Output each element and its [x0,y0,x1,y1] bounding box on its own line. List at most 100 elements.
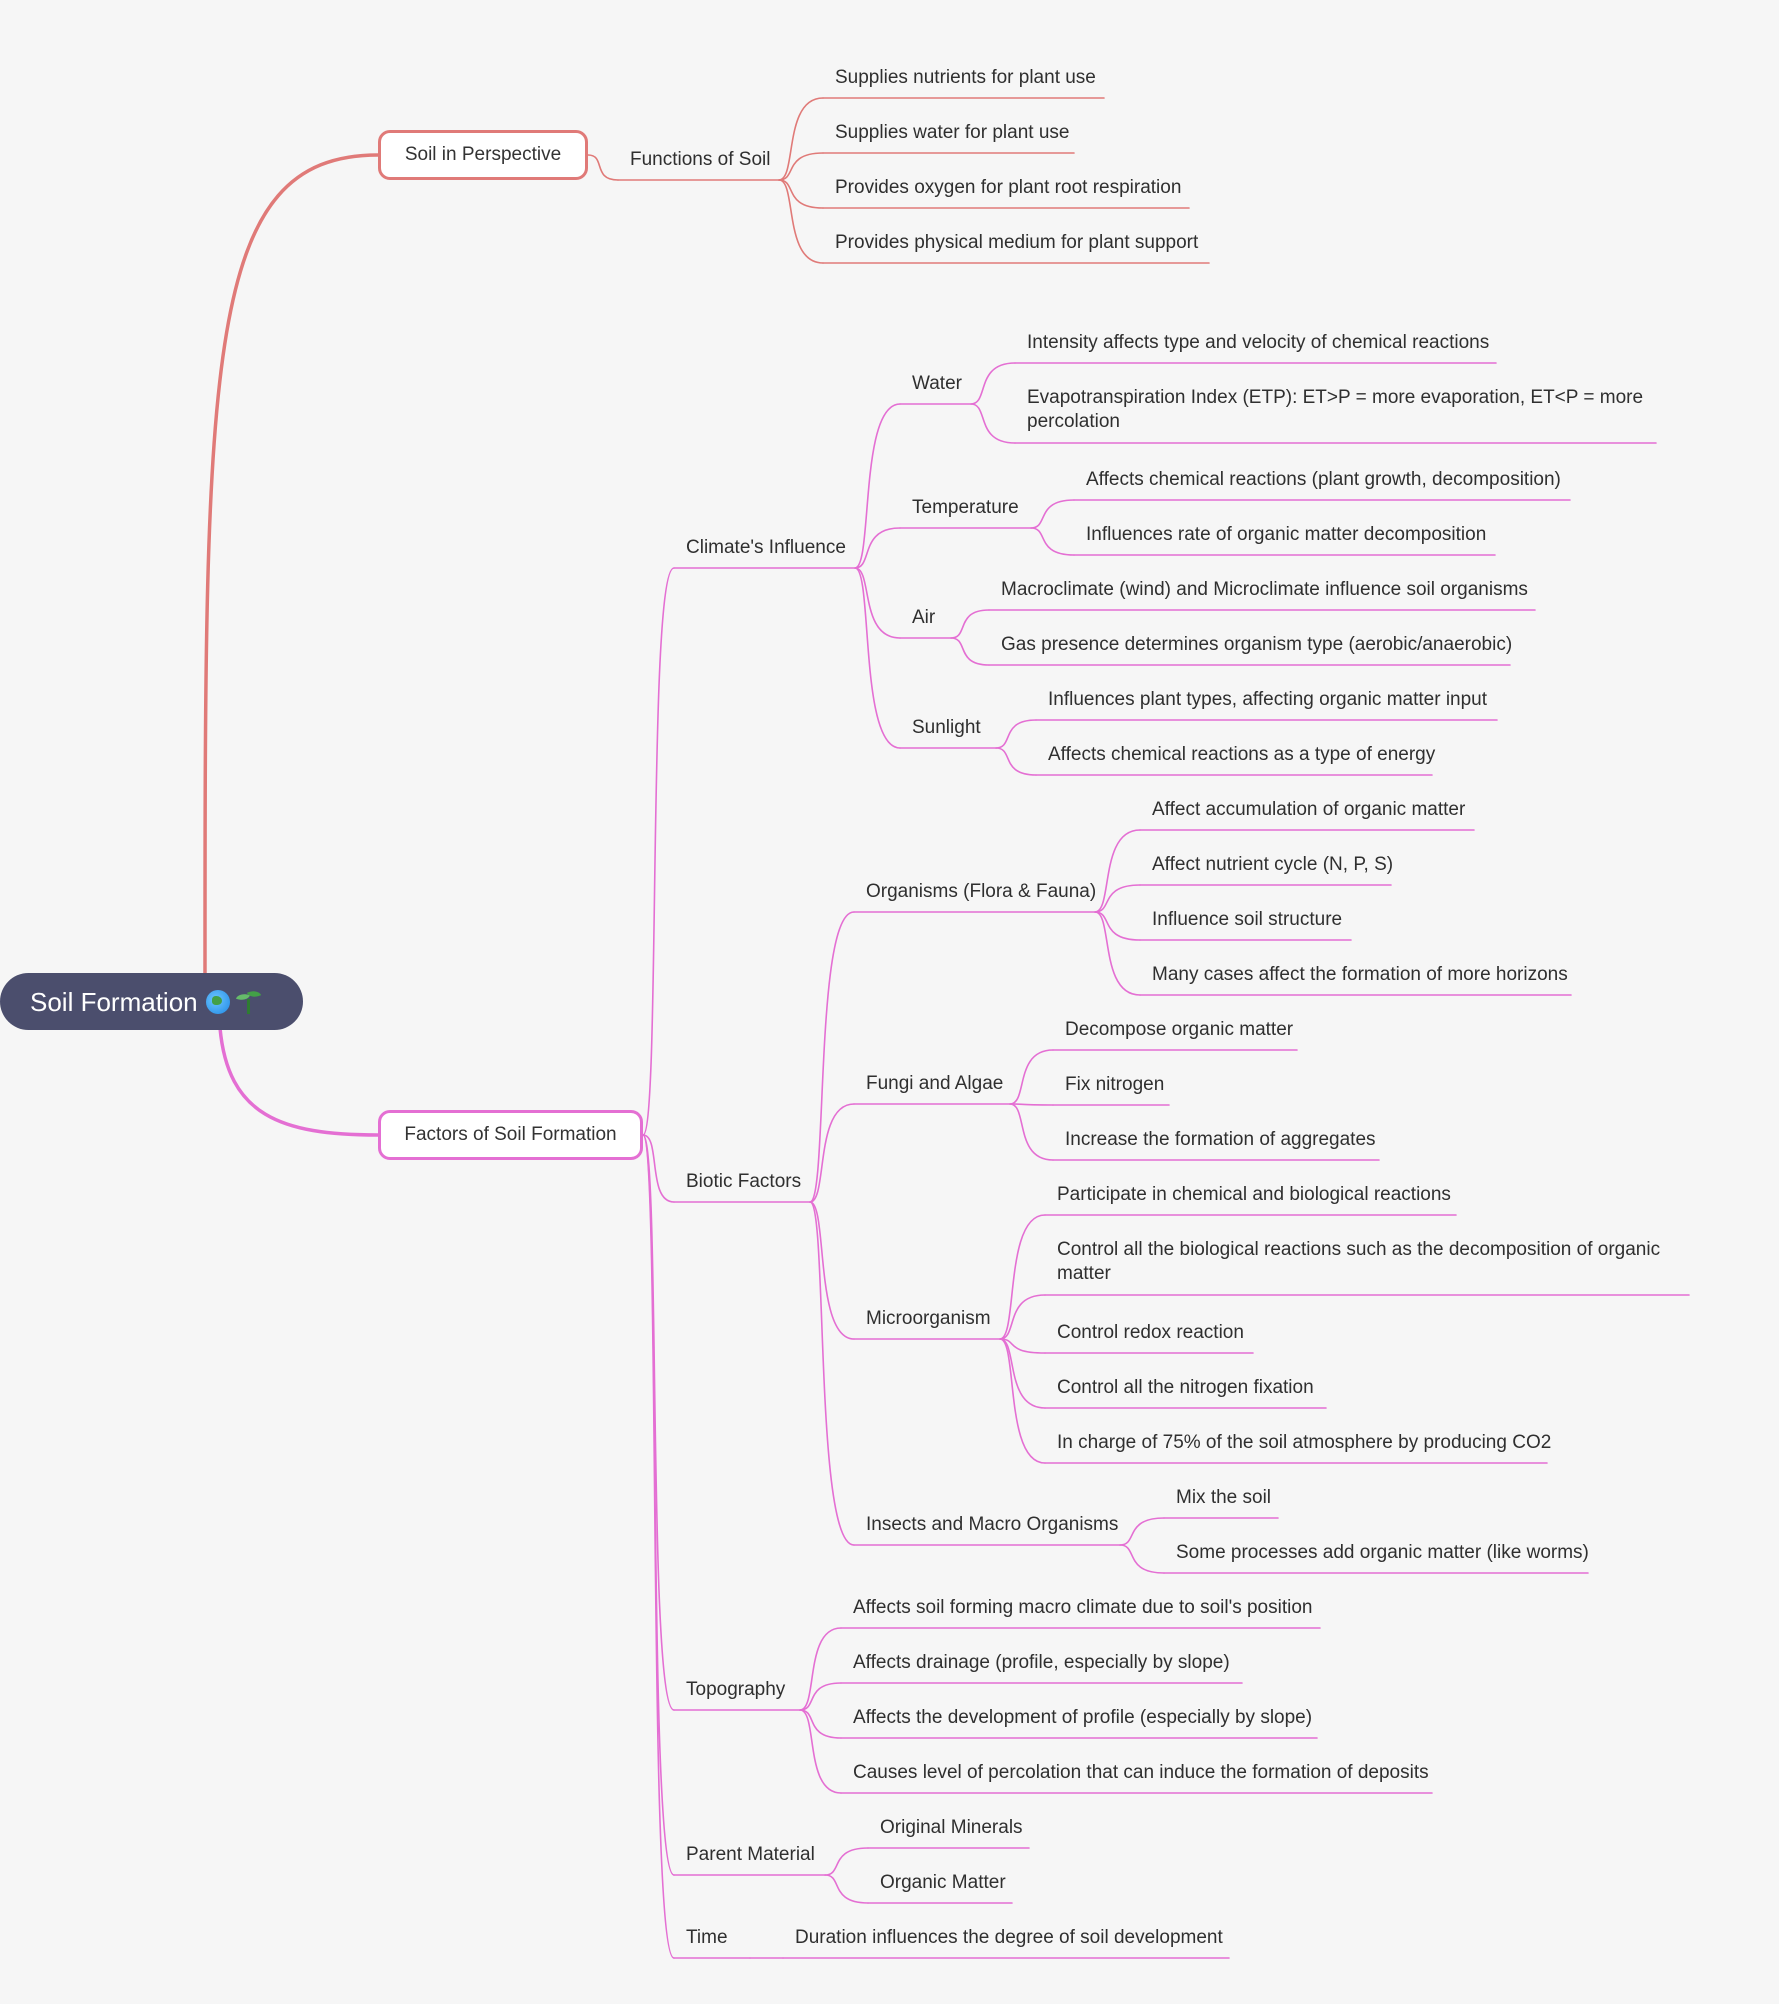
topic-label: Functions of Soil [630,149,771,170]
branch-soil-in-perspective[interactable]: Soil in Perspective [378,130,588,180]
topic-label: Sunlight [912,717,981,738]
topic-label: Decompose organic matter [1065,1019,1294,1040]
topic-affects-drainage-profile-especially-by-slope[interactable]: Affects drainage (profile, especially by… [853,1651,1238,1675]
topic-control-redox-reaction[interactable]: Control redox reaction [1057,1321,1249,1345]
topic-intensity-affects-type-and-velocity-of-chemical-[interactable]: Intensity affects type and velocity of c… [1027,331,1492,355]
topic-influences-plant-types-affecting-organic-matter-[interactable]: Influences plant types, affecting organi… [1048,688,1493,712]
topic-some-processes-add-organic-matter-like-worms[interactable]: Some processes add organic matter (like … [1176,1541,1589,1565]
connector-line [799,1627,842,1711]
topic-provides-oxygen-for-plant-root-respiration[interactable]: Provides oxygen for plant root respirati… [835,176,1185,200]
topic-evapotranspiration-index-etp-et-p-more-evaporati[interactable]: Evapotranspiration Index (ETP): ET>P = m… [1027,386,1652,434]
topic-label: Soil in Perspective [404,144,562,165]
topic-label: Participate in chemical and biological r… [1057,1184,1451,1205]
topic-affect-accumulation-of-organic-matter[interactable]: Affect accumulation of organic matter [1152,798,1470,822]
topic-label: Many cases affect the formation of more … [1152,964,1568,985]
topic-label: Causes level of percolation that can ind… [853,1762,1429,1783]
topic-label: Intensity affects type and velocity of c… [1027,332,1490,353]
topic-affect-nutrient-cycle-n-p-s[interactable]: Affect nutrient cycle (N, P, S) [1152,853,1393,877]
topic-climate-s-influence[interactable]: Climate's Influence [686,536,851,560]
topic-in-charge-of-75-of-the-soil-atmosphere-by-produc[interactable]: In charge of 75% of the soil atmosphere … [1057,1431,1551,1455]
connector-line [778,97,824,181]
topic-microorganism[interactable]: Microorganism [866,1307,996,1331]
topic-water[interactable]: Water [912,372,967,396]
topic-supplies-nutrients-for-plant-use[interactable]: Supplies nutrients for plant use [835,66,1100,90]
topic-participate-in-chemical-and-biological-reactions[interactable]: Participate in chemical and biological r… [1057,1183,1452,1207]
connector-line [970,362,1016,405]
connector-line [995,747,1037,776]
connector-line [824,1874,869,1904]
topic-parent-material[interactable]: Parent Material [686,1843,821,1867]
topic-affects-chemical-reactions-plant-growth-decompos[interactable]: Affects chemical reactions (plant growth… [1086,468,1566,492]
connector-line [854,527,901,569]
connector-line [587,154,619,181]
connector-line [809,1103,855,1203]
topic-organic-matter[interactable]: Organic Matter [880,1871,1008,1895]
topic-label: Provides physical medium for plant suppo… [835,232,1199,253]
topic-affects-soil-forming-macro-climate-due-to-soil-s[interactable]: Affects soil forming macro climate due t… [853,1596,1316,1620]
connector-line [799,1682,842,1711]
topic-supplies-water-for-plant-use[interactable]: Supplies water for plant use [835,121,1070,145]
topic-influence-soil-structure[interactable]: Influence soil structure [1152,908,1347,932]
connector-line [799,1709,842,1794]
topic-air[interactable]: Air [912,606,947,630]
topic-label: Gas presence determines organism type (a… [1001,634,1513,655]
topic-label: Organisms (Flora & Fauna) [866,881,1097,902]
topic-label: Macroclimate (wind) and Microclimate inf… [1001,579,1528,600]
root-topic[interactable]: Soil Formation [0,973,303,1030]
connector-line [854,567,901,639]
topic-increase-the-formation-of-aggregates[interactable]: Increase the formation of aggregates [1065,1128,1376,1152]
topic-control-all-the-biological-reactions-such-as-the[interactable]: Control all the biological reactions suc… [1057,1238,1685,1286]
topic-mix-the-soil[interactable]: Mix the soil [1176,1486,1274,1510]
topic-provides-physical-medium-for-plant-support[interactable]: Provides physical medium for plant suppo… [835,231,1205,255]
connector-line [1030,499,1075,529]
connector-line [1009,1049,1054,1105]
topic-control-all-the-nitrogen-fixation[interactable]: Control all the nitrogen fixation [1057,1376,1322,1400]
connector-line [1094,884,1141,913]
topic-label: Affects the development of profile (espe… [853,1707,1313,1728]
connector-line [999,1338,1046,1464]
topic-insects-and-macro-organisms[interactable]: Insects and Macro Organisms [866,1513,1118,1537]
topic-original-minerals[interactable]: Original Minerals [880,1816,1025,1840]
root-connector-factors [218,1026,380,1137]
topic-label: Time [686,1927,728,1948]
topic-label: Affects soil forming macro climate due t… [853,1597,1313,1618]
connector-line [642,567,675,1136]
topic-sunlight[interactable]: Sunlight [912,716,992,740]
connector-line [999,1294,1046,1340]
topic-causes-level-of-percolation-that-can-induce-the-[interactable]: Causes level of percolation that can ind… [853,1761,1429,1785]
connector-line [950,637,990,666]
topic-functions-of-soil[interactable]: Functions of Soil [630,148,775,172]
topic-label: Fungi and Algae [866,1073,1004,1094]
connector-line [1119,1544,1165,1574]
topic-label: Affects chemical reactions as a type of … [1048,744,1436,765]
seedling-icon [235,987,261,1015]
topic-label: Some processes add organic matter (like … [1176,1542,1589,1563]
topic-label: Air [912,607,936,628]
topic-label: Control all the nitrogen fixation [1057,1377,1314,1398]
topic-gas-presence-determines-organism-type-aerobic-an[interactable]: Gas presence determines organism type (a… [1001,633,1512,657]
connector-line [1030,527,1075,556]
topic-decompose-organic-matter[interactable]: Decompose organic matter [1065,1018,1293,1042]
topic-organisms-flora-fauna[interactable]: Organisms (Flora & Fauna) [866,880,1096,904]
connector-line [809,1201,855,1546]
root-topic-label: Soil Formation [30,986,198,1017]
branch-factors-of-soil-formation[interactable]: Factors of Soil Formation [378,1110,643,1160]
connector-line [824,1847,869,1876]
topic-label: Parent Material [686,1844,815,1865]
topic-biotic-factors[interactable]: Biotic Factors [686,1170,806,1194]
topic-many-cases-affect-the-formation-of-more-horizons[interactable]: Many cases affect the formation of more … [1152,963,1568,987]
topic-time[interactable]: Time [686,1926,746,1950]
topic-macroclimate-wind-and-microclimate-influence-soi[interactable]: Macroclimate (wind) and Microclimate inf… [1001,578,1531,602]
topic-influences-rate-of-organic-matter-decomposition[interactable]: Influences rate of organic matter decomp… [1086,523,1491,547]
topic-fix-nitrogen[interactable]: Fix nitrogen [1065,1073,1165,1097]
connector-line [642,1134,675,1959]
connector-line [778,179,824,209]
topic-duration-influences-the-degree-of-soil-developme[interactable]: Duration influences the degree of soil d… [795,1926,1225,1950]
topic-affects-chemical-reactions-as-a-type-of-energy[interactable]: Affects chemical reactions as a type of … [1048,743,1435,767]
topic-topography[interactable]: Topography [686,1678,796,1702]
topic-label: Control all the biological reactions suc… [1057,1239,1661,1284]
topic-fungi-and-algae[interactable]: Fungi and Algae [866,1072,1006,1096]
topic-temperature[interactable]: Temperature [912,496,1027,520]
topic-affects-the-development-of-profile-especially-by[interactable]: Affects the development of profile (espe… [853,1706,1313,1730]
